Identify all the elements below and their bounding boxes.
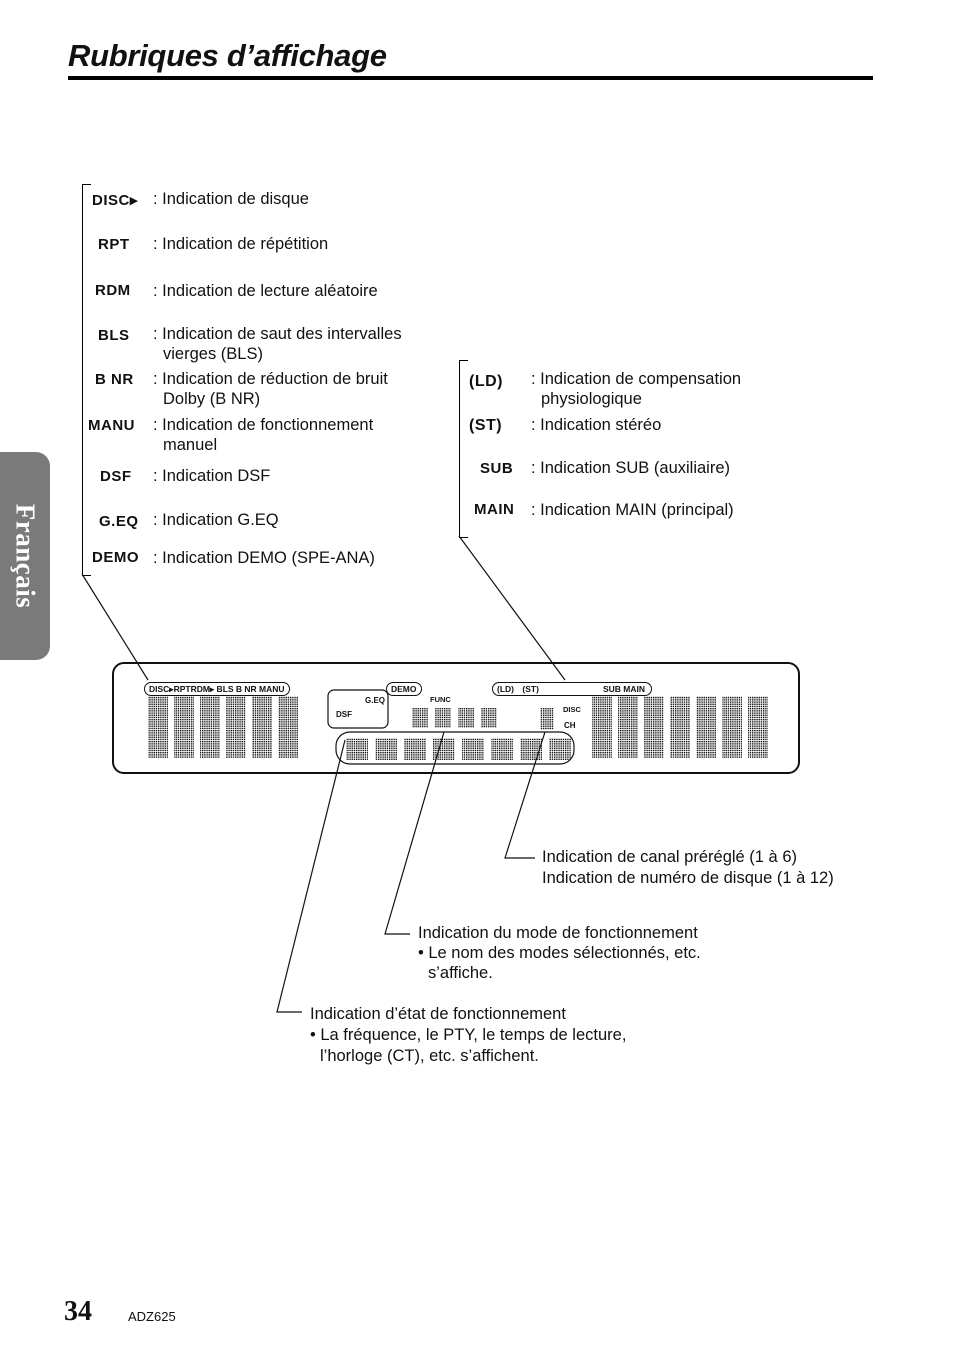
geq-description: : Indication G.EQ [153, 511, 279, 529]
demo-symbol: DEMO [92, 549, 139, 566]
indicator-st: (ST) [522, 684, 539, 694]
segment-block [252, 696, 272, 758]
main-symbol: MAIN [474, 501, 515, 518]
disc-description: : Indication de disque [153, 190, 309, 208]
display-panel: DISC▸RPTRDM▸ BLS B NR MANU DEMO (LD) (ST… [112, 662, 800, 774]
segment-block [540, 708, 554, 730]
manu-symbol: MANU [88, 417, 135, 434]
segment-block [458, 708, 474, 728]
rdm-description: : Indication de lecture aléatoire [153, 282, 378, 300]
dsf-label: DSF [336, 710, 352, 719]
segment-block [435, 708, 451, 728]
segment-block [549, 738, 571, 760]
segment-block [670, 696, 690, 758]
segment-block [148, 696, 168, 758]
sub-description: : Indication SUB (auxiliaire) [531, 459, 730, 477]
indicator-group-right: (LD) (ST) SUB MAIN [492, 682, 652, 696]
dot-matrix-segments [148, 696, 768, 760]
segment-block [618, 696, 638, 758]
ld-symbol: (LD) [469, 373, 503, 390]
segment-block [433, 738, 455, 760]
model-number: ADZ625 [128, 1309, 176, 1324]
ch-label: CH [564, 721, 576, 730]
segment-block [462, 738, 484, 760]
segment-block [404, 738, 426, 760]
segment-block [481, 708, 497, 728]
segment-block [748, 696, 768, 758]
indicator-sub-main: SUB MAIN [602, 684, 645, 694]
main-description: : Indication MAIN (principal) [531, 501, 734, 519]
segment-block [278, 696, 298, 758]
geq-label: G.EQ [365, 696, 386, 705]
segment-block [644, 696, 664, 758]
segment-block [174, 696, 194, 758]
disc-symbol: DISC▸ [92, 192, 138, 209]
segment-block [696, 696, 716, 758]
bls-symbol: BLS [98, 327, 130, 344]
language-tab [0, 452, 50, 660]
segment-block [491, 738, 513, 760]
st-description: : Indication stéréo [531, 416, 662, 434]
st-symbol: (ST) [469, 417, 503, 434]
rdm-symbol: RDM [95, 282, 131, 299]
callout-state: Indication d’état de fonctionnement • La… [310, 1005, 627, 1065]
page-number: 34 [64, 1296, 92, 1327]
segment-block [200, 696, 220, 758]
disc-label: DISC [563, 705, 581, 714]
indicator-ld: (LD) [497, 684, 514, 694]
left-bracket [82, 184, 91, 576]
geq-symbol: G.EQ [99, 513, 139, 530]
segment-block [375, 738, 397, 760]
rpt-description: : Indication de répétition [153, 235, 329, 253]
segment-block [722, 696, 742, 758]
page-title: Rubriques d’affichage [68, 38, 387, 73]
dsf-symbol: DSF [100, 468, 132, 485]
segment-block [346, 738, 368, 760]
callout-mode: Indication du mode de fonctionnement • L… [418, 924, 701, 982]
bnr-symbol: B NR [95, 371, 134, 388]
func-label: FUNC [430, 695, 451, 704]
segment-block [592, 696, 612, 758]
callout-preset: Indication de canal préréglé (1 à 6) Ind… [542, 848, 834, 887]
segment-block [412, 708, 428, 728]
sub-symbol: SUB [480, 460, 514, 477]
indicator-demo: DEMO [386, 682, 422, 696]
rpt-symbol: RPT [98, 236, 130, 253]
right-bracket [459, 360, 468, 538]
indicator-group-left: DISC▸RPTRDM▸ BLS B NR MANU [144, 682, 290, 696]
dsf-description: : Indication DSF [153, 467, 271, 485]
segment-block [226, 696, 246, 758]
segment-block [520, 738, 542, 760]
demo-description: : Indication DEMO (SPE-ANA) [153, 549, 375, 567]
title-rule [68, 76, 873, 80]
